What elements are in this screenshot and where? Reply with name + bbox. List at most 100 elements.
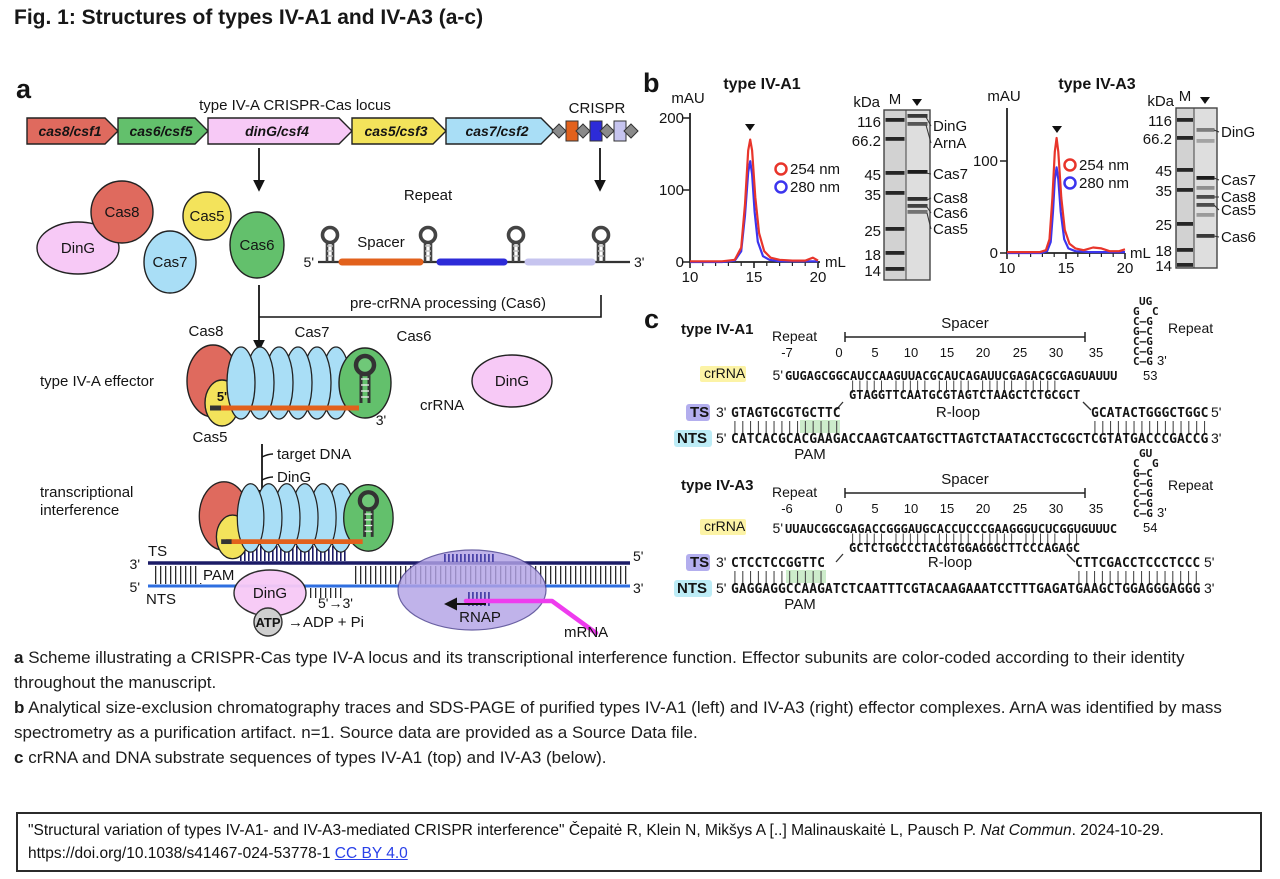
- svg-text:G–C: G–C: [1133, 325, 1153, 338]
- a1-ts-blue: TGCGTGCTTC: [762, 406, 840, 421]
- a1-crrna-label: crRNA: [704, 365, 746, 381]
- repeat-diamond: [551, 123, 567, 139]
- atp-label: ATP: [255, 615, 280, 630]
- a3-repeat-left: Repeat: [772, 484, 817, 500]
- svg-text:UG: UG: [1139, 295, 1153, 308]
- a3-pam-highlight: [786, 570, 826, 583]
- a3-band-cas5: Cas5: [1221, 202, 1256, 219]
- license-link[interactable]: CC BY 4.0: [334, 845, 408, 862]
- a3-x-unit: mL: [1130, 245, 1151, 262]
- gene-cas5: [351, 117, 447, 145]
- a1-bars-right: |||||||||||||||: [1091, 420, 1208, 435]
- a3-crrna-seq: UUAUCGGCGAGACCGGGAUGCACCUCCCGAAGGGUCU: [785, 522, 1052, 536]
- svg-text:20: 20: [976, 501, 990, 516]
- ding-blob-2: [471, 354, 553, 408]
- a1-bars-top: ||||| ||||| ||||| ||||| |||||: [849, 379, 1059, 393]
- svg-text:G: G: [1133, 305, 1140, 318]
- svg-text:C: C: [1133, 457, 1140, 470]
- seq-block-a3: type IV-A3 Repeat Spacer -6 0 5 10 15 20…: [674, 447, 1214, 613]
- a3-rloop-conn-right: [1066, 553, 1076, 563]
- a1-peak-marker: [745, 124, 755, 131]
- nts-5prime: 5': [130, 579, 140, 595]
- cas6-label: Cas6: [239, 237, 274, 254]
- svg-text:0: 0: [835, 501, 842, 516]
- ts-5prime-right: 5': [633, 548, 643, 564]
- svg-text:C–G: C–G: [1133, 477, 1153, 490]
- caption-a: a Scheme illustrating a CRISPR-Cas type …: [14, 645, 1268, 695]
- a3-gel-bands: [1177, 118, 1215, 267]
- a1-xtick-10: 10: [682, 269, 699, 286]
- citation-text: "Structural variation of types IV-A1- an…: [28, 822, 981, 839]
- a1-hairpin: UG G C C–G G–C C–G C–G C–G 3' 53: [1133, 295, 1167, 383]
- caption-a-prefix: a: [14, 648, 24, 667]
- citation-doi: https://doi.org/10.1038/s41467-024-53778…: [28, 845, 335, 862]
- svg-text:0: 0: [835, 345, 842, 360]
- processing-label: pre-crRNA processing (Cas6): [350, 295, 546, 312]
- caption-b: b Analytical size-exclusion chromatograp…: [14, 695, 1268, 745]
- effector-crrna-label: crRNA: [420, 397, 464, 414]
- crispr-array-label: CRISPR: [569, 100, 626, 117]
- a1-ts-3prime: 3': [716, 404, 726, 420]
- cas7-blob: [143, 230, 197, 294]
- seq-block-a1: type IV-A1 Repeat Spacer -7 0 5 10 15 20…: [674, 295, 1221, 463]
- a1-nts-label: NTS: [677, 430, 707, 447]
- gene-cas7: [445, 117, 555, 145]
- a1-rloop-tail: T: [1073, 388, 1080, 402]
- a3-nts-gray-left: GAGG: [731, 582, 762, 597]
- effector-3prime: 3': [376, 412, 386, 428]
- a1-pam-label: PAM: [794, 446, 825, 463]
- svg-text:C–G: C–G: [1133, 497, 1153, 510]
- gene-cas6: [117, 117, 209, 145]
- a3-bars-right: ||||||||||||||||: [1075, 570, 1200, 585]
- a3-band-pointers: [1213, 129, 1220, 238]
- ding-blob: [36, 221, 120, 275]
- a1-bars-left: ||||||||||||||: [731, 420, 841, 435]
- panel-c: c type IV-A1 Repeat Spacer -7 0 5 10 15 …: [644, 295, 1221, 613]
- a1-ts-gray-right: GCATACTGGGCTGGC: [1091, 406, 1208, 421]
- a3-crrna-5prime: 5': [773, 520, 783, 536]
- gene-cas5-label: cas5/csf3: [364, 123, 427, 139]
- a3-ytick-0: 0: [990, 245, 998, 262]
- a1-gel-bands: [885, 114, 928, 271]
- sec-trace-a3: type IV-A3 mAU 100 0 10 15 20 mL 254: [973, 76, 1151, 277]
- a3-marker-66: 66.2: [1143, 131, 1172, 148]
- rnap-ticks-top: [444, 554, 496, 562]
- gel-a1: kDa M 116 66.2 45 35 25 18 14 DinG ArnA …: [852, 91, 968, 281]
- repeat-diamond: [575, 123, 591, 139]
- a3-nts-3prime: 3': [1204, 580, 1214, 596]
- a1-legend-dot-254: [774, 162, 788, 176]
- a1-legend-254: 254 nm: [790, 161, 840, 178]
- svg-text:10: 10: [904, 345, 918, 360]
- a1-nts-highlight: [674, 430, 712, 447]
- svg-text:C–G: C–G: [1133, 487, 1153, 500]
- a1-nts-blue: ACGCACGAAGACCAAG: [762, 432, 887, 447]
- effector-cas6-label: Cas6: [396, 328, 431, 345]
- a3-ts-gray-left: CTCC: [731, 556, 762, 571]
- a1-repeat-right: Repeat: [1168, 320, 1213, 336]
- panel-a: a type IV-A CRISPR-Cas locus CRISPR cas8…: [16, 74, 644, 641]
- a1-marker-116: 116: [857, 114, 881, 131]
- a3-legend-254: 254 nm: [1079, 157, 1129, 174]
- a1-nts-3prime: 3': [1211, 430, 1221, 446]
- nts-label: NTS: [146, 591, 176, 608]
- svg-text:-6: -6: [781, 501, 793, 516]
- repeat-diamond: [623, 123, 639, 139]
- a3-ts-label: TS: [690, 554, 709, 571]
- a3-rloop-label: R-loop: [928, 554, 972, 571]
- svg-text:35: 35: [1089, 501, 1103, 516]
- a1-marker-14: 14: [864, 263, 881, 280]
- a3-bars-top: ||||| ||||| ||||| ||||| ||||| ||: [849, 532, 1080, 546]
- gene-cas8: [26, 117, 119, 145]
- sec-trace-a1: type IV-A1 mAU 200 100 0 10 15 20 mL: [659, 76, 846, 286]
- a1-xtick-15: 15: [746, 269, 763, 286]
- ts-label: TS: [148, 543, 167, 560]
- cas8-label: Cas8: [104, 204, 139, 221]
- svg-text:20: 20: [976, 345, 990, 360]
- interference-diagram: PAM TS 3' 5' NTS 5' 3' DinG ATP 5'→3' →A…: [130, 482, 643, 641]
- a1-ytick-0: 0: [676, 254, 684, 271]
- cas8-blob: [90, 180, 154, 244]
- a3-nts-label: NTS: [677, 580, 707, 597]
- a3-nts-blue: AGGCCAAGATCTCAAT: [762, 582, 887, 597]
- a1-rloop-conn-right: [1082, 401, 1092, 411]
